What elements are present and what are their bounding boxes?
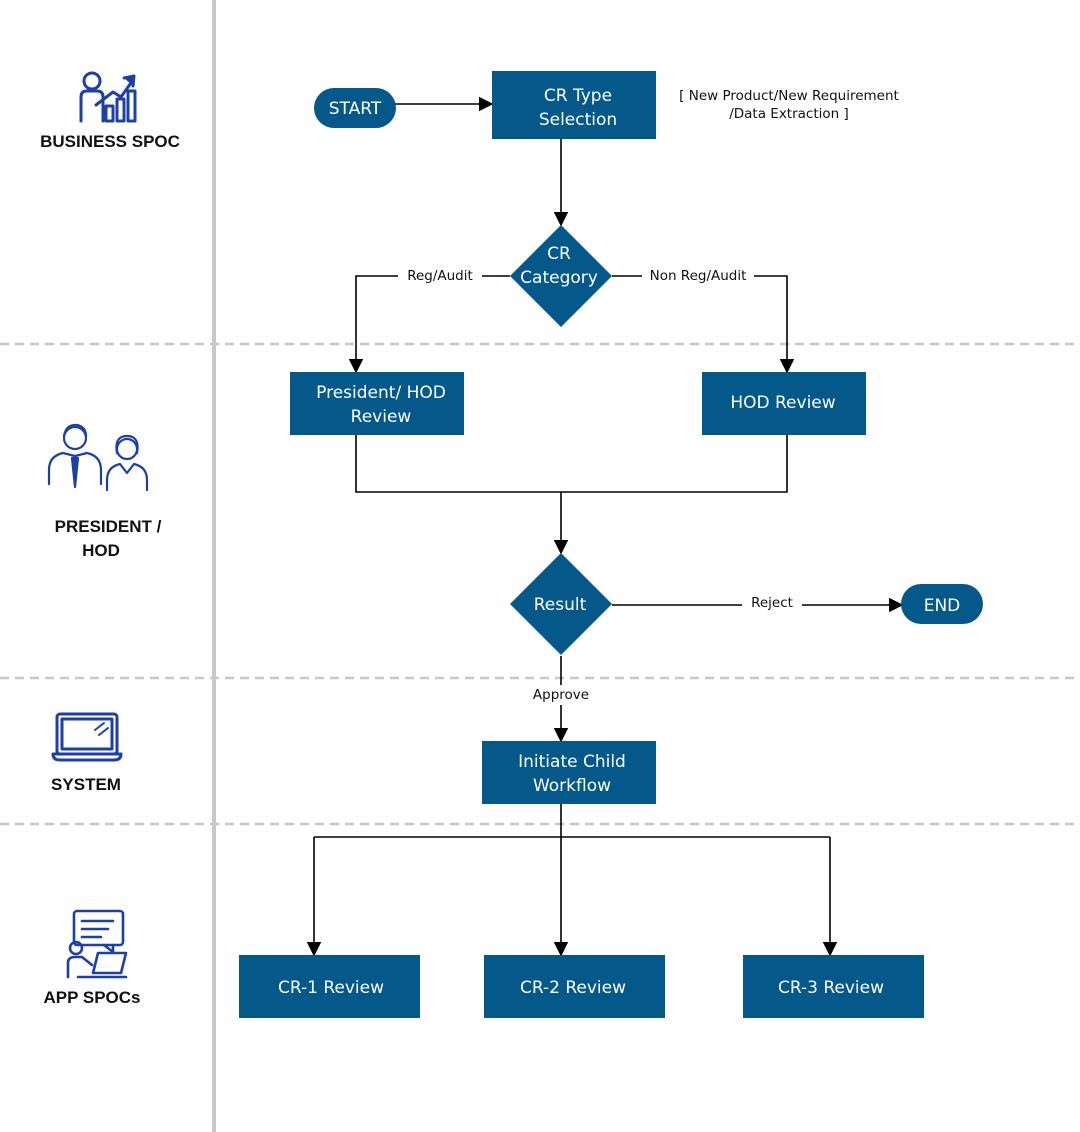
cr-type-note-line1: [ New Product/New Requirement (679, 88, 899, 104)
cr-type-label-line1: CR Type (544, 86, 612, 106)
start-node[interactable]: START (314, 88, 396, 128)
cr3-review-node[interactable]: CR-3 Review (743, 955, 924, 1018)
edge-hod-merge (561, 435, 788, 493)
lane-label-president-hod-line2: HOD (82, 541, 120, 560)
cr-category-label-line2: Category (520, 268, 598, 288)
president-hod-label-line2: Review (351, 407, 412, 427)
initiate-label-line2: Workflow (533, 776, 611, 796)
edge-label-reject: Reject (751, 595, 793, 611)
cr-category-label-line1: CR (547, 244, 571, 264)
lane-label-business-spoc: BUSINESS SPOC (40, 132, 180, 151)
lane-label-system: SYSTEM (51, 775, 121, 794)
president-hod-label-line1: President/ HOD (316, 383, 446, 403)
result-decision[interactable]: Result (510, 553, 612, 655)
edge-label-non-reg-audit: Non Reg/Audit (650, 268, 747, 284)
cr-category-decision[interactable]: CR Category (510, 225, 612, 327)
cr2-review-node[interactable]: CR-2 Review (484, 955, 665, 1018)
start-label: START (329, 99, 382, 119)
cr-type-label-line2: Selection (539, 110, 617, 130)
initiate-child-workflow-node[interactable]: Initiate Child Workflow (482, 741, 656, 804)
edge-category-non-reg-audit (612, 275, 795, 374)
edge-label-approve: Approve (533, 687, 589, 703)
edge-category-reg-audit (348, 275, 510, 374)
presenter-icon (66, 909, 128, 979)
cr1-review-node[interactable]: CR-1 Review (239, 955, 420, 1018)
end-node[interactable]: END (901, 584, 983, 624)
cr-type-selection-node[interactable]: CR Type Selection (492, 71, 656, 139)
lane-label-president-hod: PRESIDENT / HOD (28, 515, 188, 563)
lane-label-president-hod-line1: PRESIDENT / (54, 517, 162, 536)
cr2-review-label: CR-2 Review (520, 978, 626, 998)
cr-type-note-line2: /Data Extraction ] (729, 106, 849, 122)
president-hod-review-node[interactable]: President/ HOD Review (290, 372, 464, 435)
initiate-label-line1: Initiate Child (518, 752, 626, 772)
president-hod-icon (47, 423, 149, 492)
result-label: Result (534, 595, 587, 615)
edge-label-reg-audit: Reg/Audit (407, 268, 473, 284)
business-growth-icon (79, 71, 137, 123)
cr3-review-label: CR-3 Review (778, 978, 884, 998)
laptop-icon (51, 712, 123, 762)
hod-review-label: HOD Review (730, 393, 835, 413)
edge-president-merge (355, 435, 561, 493)
end-label: END (924, 596, 961, 616)
lane-label-app-spocs: APP SPOCs (43, 988, 141, 1007)
hod-review-node[interactable]: HOD Review (702, 372, 866, 435)
cr1-review-label: CR-1 Review (278, 978, 384, 998)
